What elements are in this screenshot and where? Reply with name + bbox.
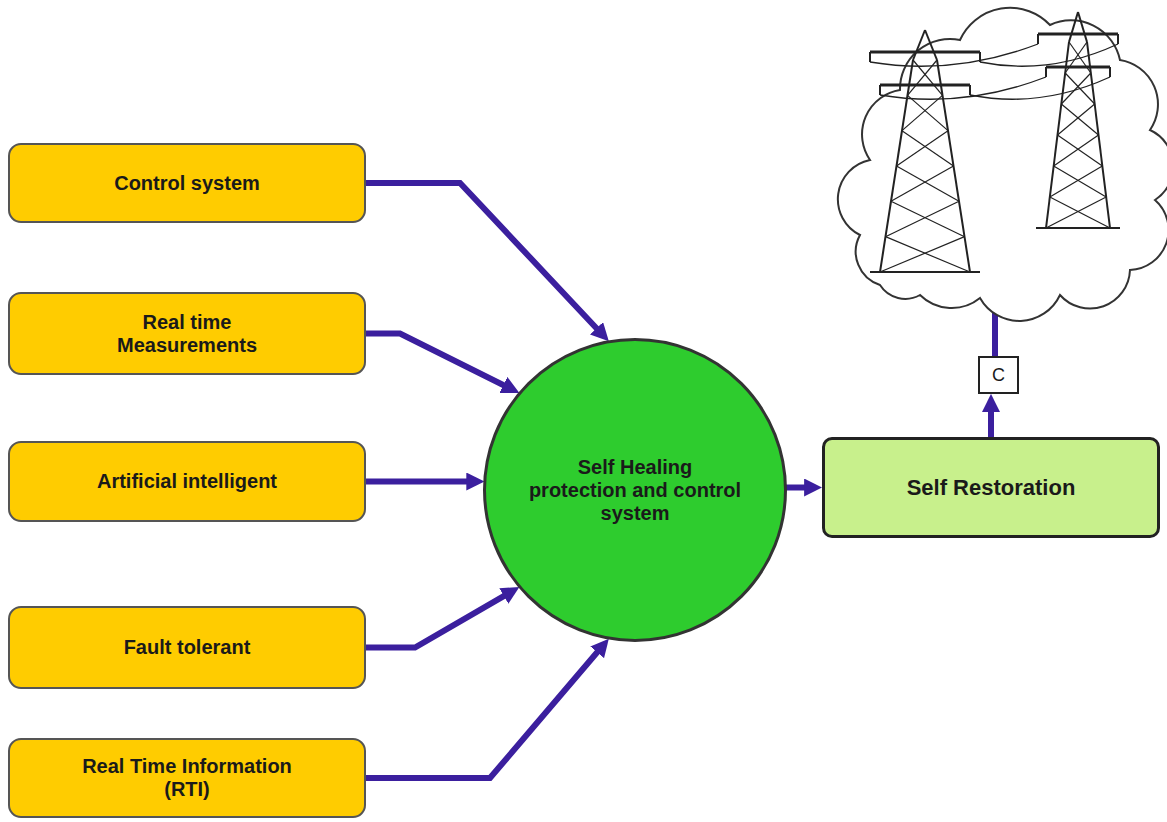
output-box: Self Restoration	[822, 437, 1160, 538]
lattice	[908, 60, 938, 95]
tower-peak	[913, 30, 925, 60]
node-label: Control system	[114, 172, 260, 195]
power-line	[970, 77, 1110, 99]
insulator	[1109, 67, 1111, 77]
power-line	[880, 77, 1046, 99]
lattice	[1050, 197, 1110, 228]
input-box: Fault tolerant	[8, 606, 366, 689]
junction-box: C	[978, 356, 1019, 394]
circle-shape	[485, 340, 786, 641]
cloud	[838, 8, 1167, 321]
tower-base	[870, 271, 980, 273]
node-label: Fault tolerant	[124, 636, 251, 659]
lattice	[880, 237, 965, 272]
input-box: Artificial intelligent	[8, 441, 366, 522]
lattice	[1061, 73, 1091, 104]
flow-arrow	[786, 485, 814, 491]
insulator	[879, 85, 881, 95]
tower-crossarm	[870, 51, 980, 54]
flow-arrow	[366, 645, 604, 778]
flow-arrow	[366, 479, 476, 485]
power-line	[870, 44, 1038, 66]
lattice	[1050, 166, 1103, 197]
lattice	[1061, 104, 1098, 135]
power-line	[980, 44, 1118, 66]
tower-peak	[1078, 12, 1087, 42]
node-label: Artificial intelligent	[97, 470, 277, 493]
flow-arrow	[366, 591, 512, 647]
process-circle: Self Healing protection and control syst…	[483, 338, 787, 642]
node-label: Real Time Information (RTI)	[82, 755, 292, 801]
node-label: Real time Measurements	[102, 311, 272, 357]
lattice	[897, 131, 949, 166]
lattice	[1054, 166, 1107, 197]
tower-crossarm	[1046, 66, 1110, 69]
lattice	[897, 166, 960, 201]
node-label: Self Restoration	[907, 475, 1076, 500]
node-label: C	[992, 365, 1005, 386]
input-box: Control system	[8, 143, 366, 223]
lattice	[1054, 135, 1099, 166]
tower-crossarm	[1038, 33, 1118, 36]
flow-arrow	[366, 334, 512, 390]
tower-peak	[1069, 12, 1078, 42]
insulator	[1117, 34, 1119, 44]
insulator	[869, 52, 871, 62]
input-box: Real time Measurements	[8, 292, 366, 375]
insulator	[1045, 67, 1047, 77]
lattice	[891, 166, 954, 201]
lattice	[1046, 197, 1106, 228]
lattice	[891, 201, 965, 236]
insulator	[1037, 34, 1039, 44]
lattice	[908, 95, 949, 130]
lattice	[1058, 104, 1095, 135]
flow-arrow	[366, 183, 603, 335]
lattice	[902, 131, 954, 166]
insulator	[969, 85, 971, 95]
transmission-towers	[870, 12, 1120, 272]
lattice	[886, 201, 960, 236]
flow-arrow	[988, 402, 994, 437]
lattice	[902, 95, 943, 130]
lattice	[1058, 135, 1103, 166]
tower-crossarm	[880, 84, 970, 87]
lattice	[886, 237, 971, 272]
tower-peak	[925, 30, 937, 60]
node-label: Self Healing protection and control syst…	[528, 456, 743, 525]
input-box: Real Time Information (RTI)	[8, 738, 366, 818]
tower-base	[1036, 227, 1120, 229]
